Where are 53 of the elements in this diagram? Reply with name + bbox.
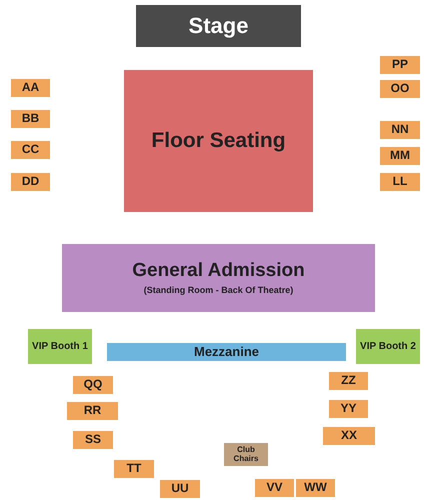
section-label: BB: [22, 112, 40, 126]
section-label: VIP Booth 1: [32, 341, 88, 352]
section-label: SS: [84, 433, 101, 447]
section-label: VV: [266, 481, 282, 495]
seating-section: [11, 110, 50, 128]
vip-booth: [356, 329, 420, 364]
section-label: WW: [304, 481, 327, 495]
section-label: LL: [392, 175, 408, 189]
section-label: OO: [390, 82, 410, 96]
seating-section: [323, 427, 375, 445]
seating-section: [296, 479, 335, 497]
seating-section: [329, 372, 368, 390]
section-note: (Standing Room - Back Of Theatre): [144, 286, 294, 296]
section-label: AA: [22, 81, 40, 95]
section-label: QQ: [84, 378, 102, 392]
section-label: DD: [22, 175, 40, 189]
section-label: General Admission: [132, 260, 305, 282]
general-admission-section: [62, 244, 375, 312]
section-label: UU: [171, 482, 189, 496]
seating-section: [380, 56, 420, 74]
section-label: Stage: [188, 14, 248, 38]
section-label: RR: [84, 404, 102, 418]
stage-area: [136, 5, 301, 47]
section-label: MM: [390, 149, 410, 163]
section-label: CC: [22, 143, 40, 157]
seating-section: [380, 173, 420, 191]
section-label: TT: [126, 462, 142, 476]
seating-section: [73, 431, 113, 449]
section-label: Mezzanine: [194, 344, 259, 360]
section-label: VIP Booth 2: [360, 341, 416, 352]
section-label: Club Chairs: [232, 446, 260, 464]
seating-section: [114, 460, 154, 478]
seating-section: [67, 402, 118, 420]
seating-section: [380, 147, 420, 165]
section-label: PP: [392, 58, 408, 72]
vip-booth: [28, 329, 92, 364]
seating-section: [11, 173, 50, 191]
section-label: XX: [340, 429, 357, 443]
section-label: Floor Seating: [151, 129, 286, 153]
seating-section: [255, 479, 294, 497]
section-label: YY: [340, 402, 356, 416]
club-chairs-section: [224, 443, 268, 466]
section-label: NN: [391, 123, 409, 137]
seating-section: [11, 141, 50, 159]
seating-section: [380, 121, 420, 139]
seating-section: [73, 376, 113, 394]
seating-section: [11, 79, 50, 97]
seating-section: [329, 400, 368, 418]
floor-seating-section: [124, 70, 313, 212]
mezzanine-section: [107, 343, 346, 361]
section-label: ZZ: [341, 374, 356, 388]
seating-section: [380, 80, 420, 98]
seating-section: [160, 480, 200, 498]
